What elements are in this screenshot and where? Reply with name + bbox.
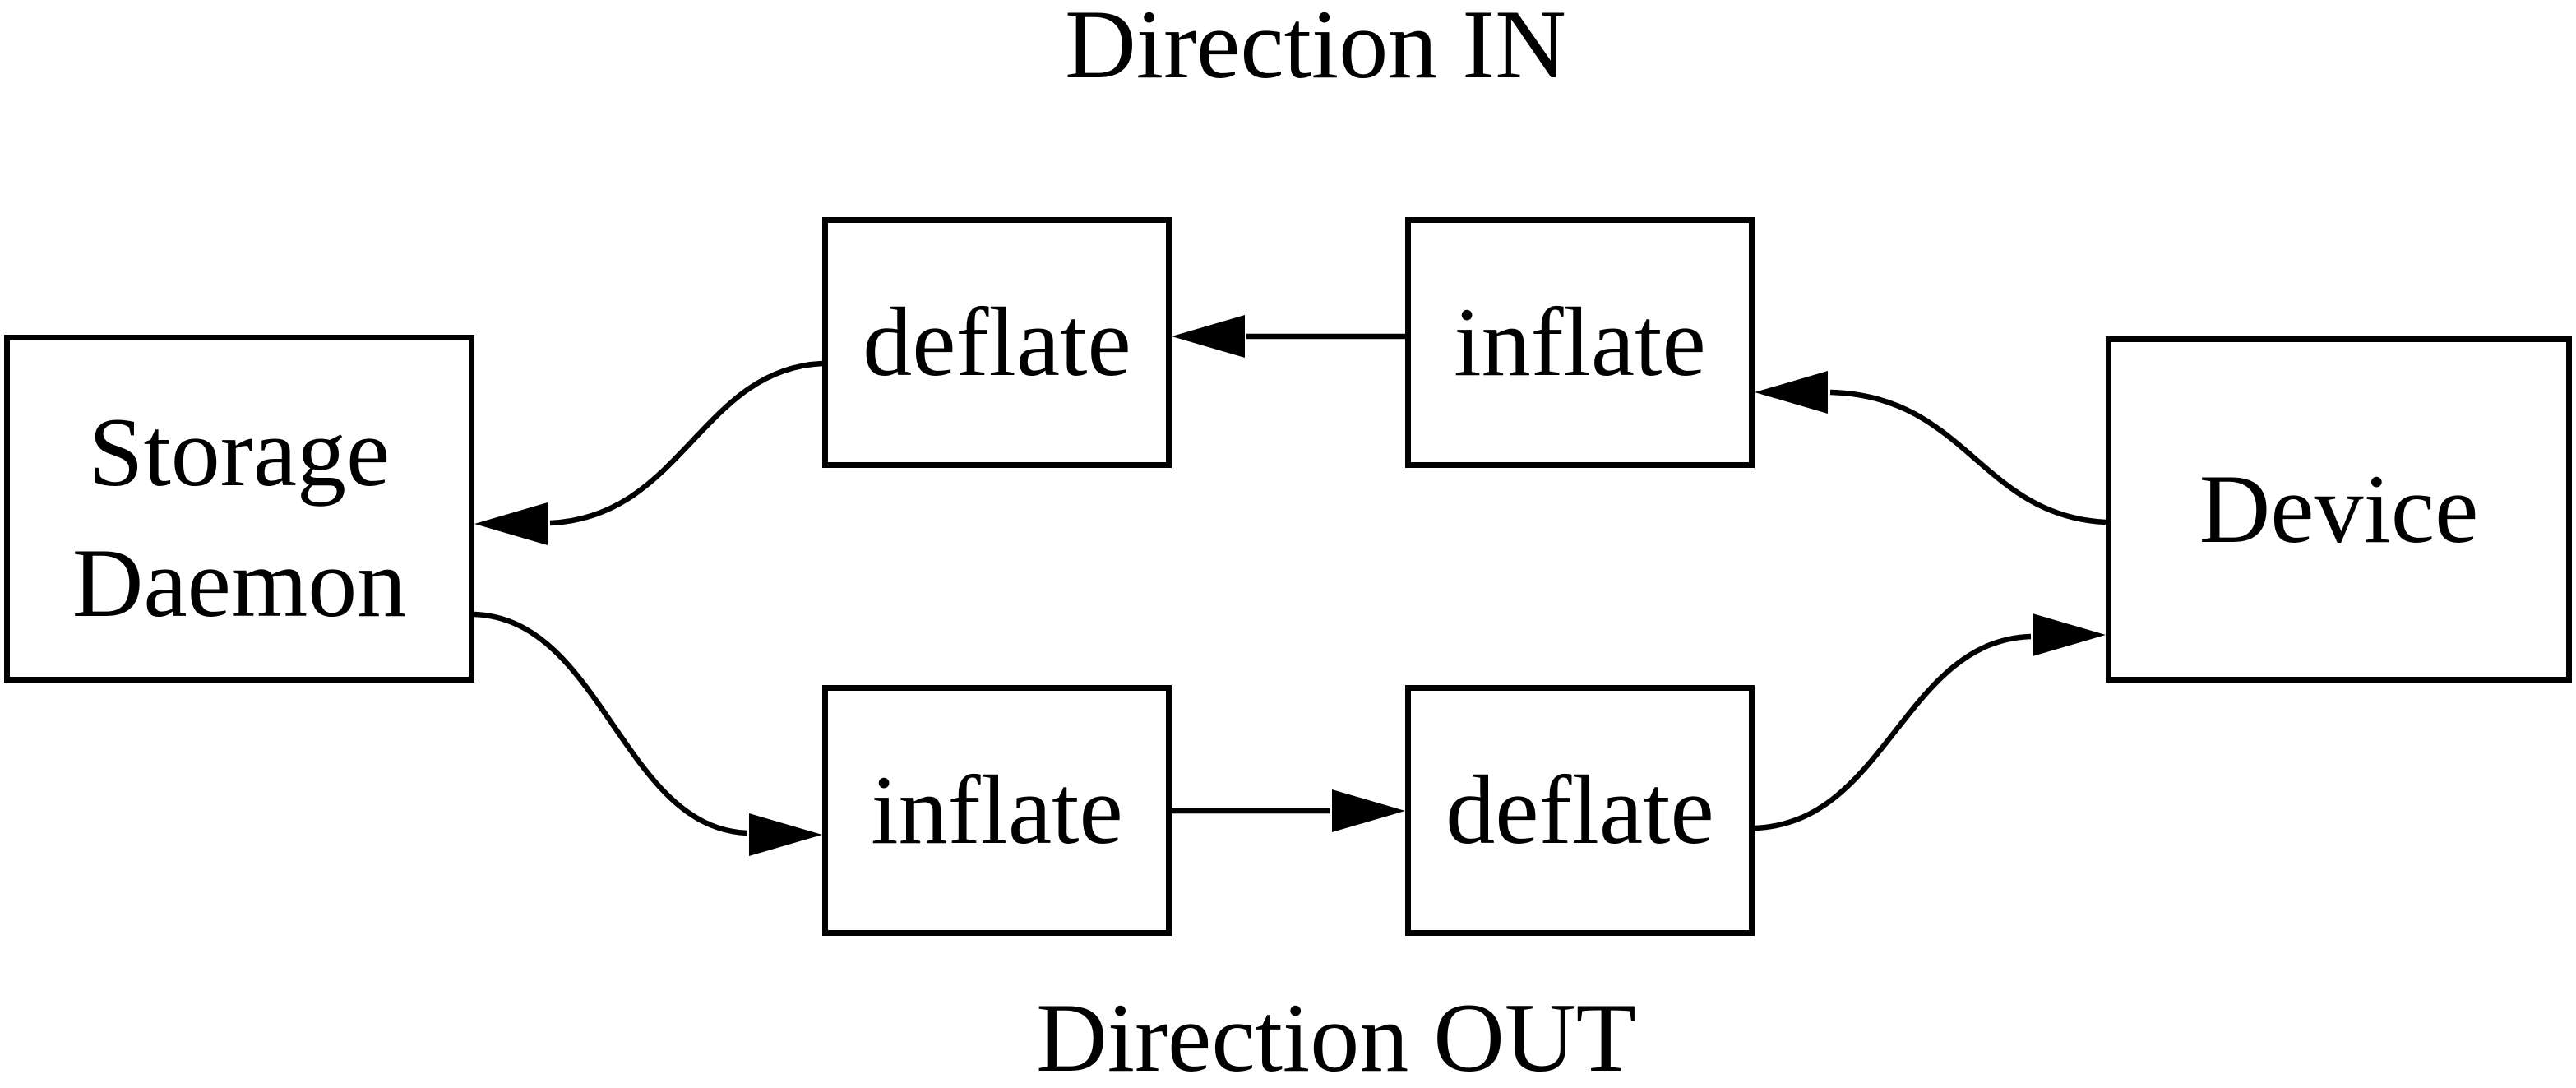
arrowhead-left-icon	[1172, 315, 1245, 358]
node-device: Device	[2106, 336, 2572, 683]
arrowhead-left-icon	[1755, 371, 1828, 414]
edge-line	[1754, 633, 2032, 831]
edge-storage-daemon-to-inflate-bottom	[474, 611, 822, 856]
node-inflate-bottom: inflate	[822, 685, 1172, 936]
node-label: Daemon	[72, 527, 407, 637]
arrowhead-right-icon	[749, 813, 822, 856]
edge-line	[549, 360, 823, 526]
node-label: deflate	[1445, 755, 1714, 865]
node-storage-daemon: Storage Daemon	[4, 335, 474, 683]
node-deflate-top: deflate	[822, 217, 1172, 468]
arrowhead-left-icon	[474, 502, 548, 545]
arrowhead-right-icon	[2033, 613, 2106, 656]
node-label: inflate	[1454, 287, 1706, 397]
node-label: inflate	[871, 755, 1123, 865]
arrowhead-right-icon	[1332, 789, 1405, 832]
node-label: Device	[2199, 454, 2479, 564]
node-inflate-top: inflate	[1405, 217, 1755, 468]
edge-device-to-inflate-top	[1755, 371, 2107, 525]
edge-line	[1829, 389, 2107, 525]
edge-deflate-top-to-storage-daemon	[474, 360, 823, 545]
direction-in-title: Direction IN	[1065, 0, 1566, 99]
edge-inflate-bottom-to-deflate-bottom	[1172, 789, 1405, 832]
edge-deflate-bottom-to-device	[1754, 613, 2106, 831]
edge-inflate-top-to-deflate-top	[1172, 315, 1405, 358]
edge-line	[474, 611, 748, 836]
node-label: deflate	[863, 287, 1131, 397]
direction-out-title: Direction OUT	[1036, 983, 1636, 1088]
node-label: Storage	[88, 397, 391, 507]
node-deflate-bottom: deflate	[1405, 685, 1755, 936]
